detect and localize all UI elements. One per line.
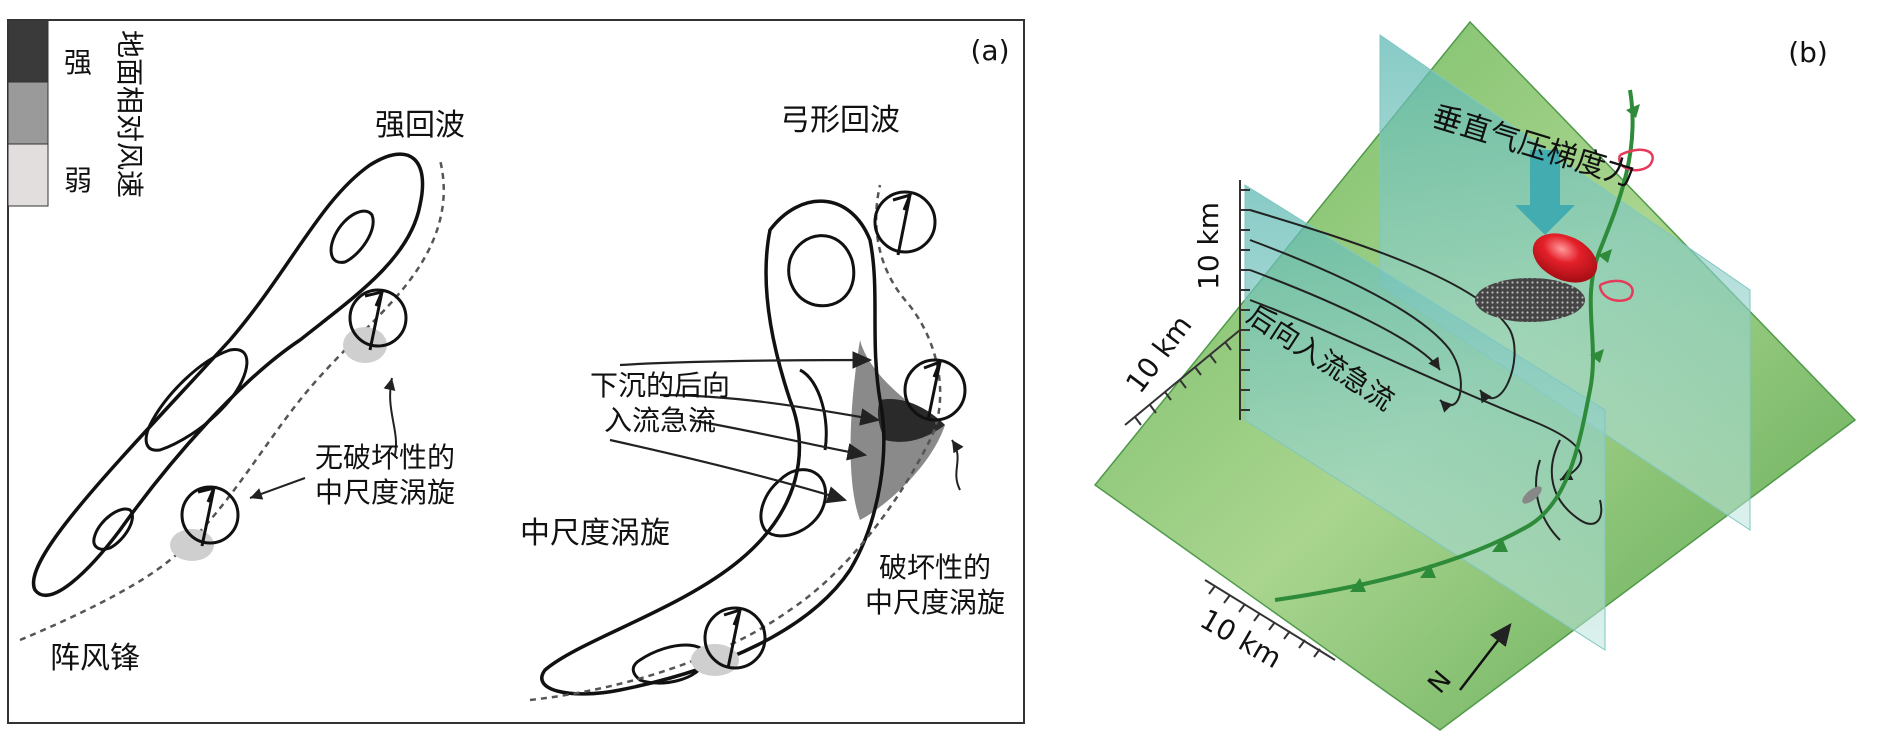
- red-vortex: [1532, 233, 1598, 283]
- destructive-vortex-label-line2: 中尺度涡旋: [865, 586, 1005, 619]
- north-arrow: [1459, 623, 1512, 691]
- legend-strong-label: 强: [64, 46, 92, 79]
- strong-echo-label: 强回波: [375, 108, 465, 143]
- gust-front-line: [1274, 89, 1635, 602]
- strong-echo-outline: [31, 152, 425, 598]
- wind-speed-legend: 强 弱 地面相对风速: [7, 19, 146, 207]
- legend-weak-label: 弱: [64, 164, 92, 197]
- destructive-vortex-label-line1: 破坏性的: [879, 551, 991, 584]
- legend-swatch-strong: [7, 19, 49, 83]
- vertical-scale-label: 10 km: [1192, 202, 1225, 290]
- rear-inflow-arrows: [609, 351, 881, 504]
- panel-a-frame: [7, 19, 1025, 724]
- ground-shadow-hatch: [1475, 278, 1585, 322]
- small-vortex: [1522, 486, 1542, 504]
- panel-a: (a) 强 弱 地面相对风速: [7, 19, 1025, 724]
- nondestructive-arrow-2: [249, 477, 306, 500]
- vortex-circle-bow-middle: [903, 358, 967, 422]
- panel-a-label: (a): [970, 34, 1009, 67]
- bow-echo-label: 弓形回波: [780, 103, 900, 138]
- gust-front-dashed-line: [19, 159, 445, 642]
- vortex-circle-upper-left: [343, 288, 408, 363]
- gust-front-label: 阵风锋: [50, 641, 140, 676]
- gust-front-triangles: [1350, 104, 1640, 592]
- vertical-plane-back: [1379, 34, 1751, 531]
- nondestructive-vortex-label-line2: 中尺度涡旋: [315, 476, 455, 509]
- vortex-circle-bow-bottom: [691, 606, 767, 676]
- legend-title: 地面相对风速: [113, 30, 146, 198]
- legend-swatch-medium: [7, 81, 49, 145]
- rear-inflow-label-line2: 入流急流: [604, 404, 716, 437]
- nondestructive-vortex-label-line1: 无破坏性的: [315, 441, 455, 474]
- legend-swatch-weak: [7, 143, 49, 207]
- vertical-pgf-arrow: [1515, 150, 1575, 235]
- bow-echo-outline: [540, 199, 886, 696]
- bow-echo-shading: [850, 340, 945, 520]
- panel-b: (b): [1093, 20, 1857, 731]
- rotation-arrows: [1598, 148, 1654, 302]
- panel-b-label: (b): [1788, 36, 1828, 69]
- vertical-scale-bar: [1239, 180, 1250, 420]
- bow-gust-front-dashed-line: [529, 184, 942, 702]
- mesovortex-label: 中尺度涡旋: [520, 516, 670, 551]
- bottom-scale-label: 10 km: [1195, 602, 1288, 675]
- destructive-vortex-arrow: [951, 439, 964, 491]
- vortex-circle-bow-top: [873, 190, 937, 256]
- rear-inflow-label-line1: 下沉的后向: [590, 369, 730, 402]
- left-scale-bar: [1124, 329, 1241, 426]
- vortex-circle-lower-left: [170, 485, 240, 561]
- nondestructive-arrow-1: [383, 377, 397, 456]
- bottom-scale-bar: [1204, 579, 1336, 661]
